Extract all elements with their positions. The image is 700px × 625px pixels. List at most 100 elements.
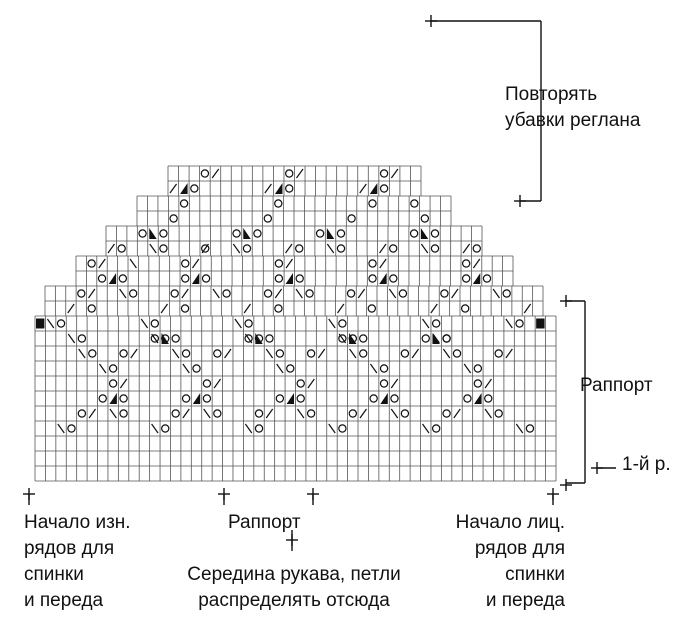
- k2tog-symbol: [67, 303, 75, 314]
- k2tog-symbol: [451, 288, 459, 299]
- yarn-over-symbol: [442, 334, 451, 343]
- ssk-symbol: [388, 288, 397, 299]
- ssk-symbol: [349, 348, 357, 359]
- first-row-label: 1-й р.: [622, 454, 671, 475]
- yarn-over-symbol: [202, 379, 212, 388]
- ssk-symbol: [182, 363, 190, 374]
- yarn-over-symbol: [108, 364, 118, 373]
- ssk-symbol: [203, 408, 211, 419]
- yarn-over-symbol: [97, 274, 107, 283]
- yarn-over-symbol: [431, 319, 441, 328]
- double-decrease-symbol: [243, 228, 251, 239]
- yarn-over-symbol: [87, 259, 96, 268]
- yarn-over-symbol: [442, 409, 451, 418]
- ssk-symbol: [390, 408, 399, 419]
- double-decrease-symbol: [420, 228, 429, 239]
- yarn-over-symbol: [430, 244, 440, 253]
- k2tog-symbol: [523, 303, 532, 314]
- yarn-over-symbol: [484, 394, 493, 403]
- right-side-start-label: Начало лиц. рядов для спинки и переда: [400, 510, 565, 614]
- k2tog-symbol: [296, 168, 304, 179]
- yarn-over-symbol: [190, 184, 199, 193]
- yarn-over-symbol: [338, 319, 347, 328]
- yarn-over-symbol: [359, 334, 368, 343]
- ssk-symbol: [420, 243, 429, 254]
- yarn-over-symbol: [171, 334, 180, 343]
- yarn-over-symbol: [305, 289, 314, 298]
- double-decrease-symbol: [109, 393, 117, 404]
- yarn-over-symbol: [461, 274, 471, 283]
- yarn-over-symbol: [347, 214, 356, 223]
- double-decrease-symbol: [379, 273, 387, 284]
- yarn-over-symbol: [389, 274, 398, 283]
- yarn-over-symbol: [369, 394, 378, 403]
- yarn-over-symbol: [87, 304, 96, 313]
- wrong-side-line-3: спинки: [24, 564, 84, 585]
- right-side-line-3: спинки: [505, 564, 565, 585]
- yarn-over-symbol: [222, 289, 231, 298]
- yarn-over-symbol: [286, 364, 295, 373]
- yarn-over-symbol: [410, 199, 419, 208]
- k2tog-symbol: [169, 183, 178, 194]
- ssk-symbol: [212, 288, 220, 299]
- ssk-symbol: [171, 348, 180, 359]
- yarn-over-symbol: [379, 169, 389, 178]
- yarn-over-symbol: [461, 259, 471, 268]
- yarn-over-symbol: [202, 394, 212, 403]
- yarn-over-symbol: [274, 199, 283, 208]
- k2tog-symbol: [337, 303, 345, 314]
- yarn-over-symbol: [295, 244, 304, 253]
- k2tog-symbol: [390, 378, 399, 389]
- yarn-over-symbol: [430, 229, 440, 238]
- ssk-symbol: [463, 363, 472, 374]
- ssk-symbol: [149, 243, 157, 254]
- k2tog-symbol: [160, 303, 168, 314]
- k2tog-symbol: [307, 378, 315, 389]
- k2tog-symbol: [379, 243, 387, 254]
- yarn-over-symbol: [244, 319, 253, 328]
- ssk-symbol: [244, 423, 253, 434]
- k2tog-symbol: [213, 378, 222, 389]
- yarn-over-symbol: [67, 424, 76, 433]
- yarn-over-symbol: [379, 379, 389, 388]
- yarn-over-symbol: [232, 229, 241, 238]
- yarn-over-symbol: [431, 424, 441, 433]
- raglan-repeat-line-2: убавки реглана: [505, 110, 641, 131]
- yarn-over-symbol: [117, 244, 126, 253]
- yarn-over-symbol: [275, 394, 285, 403]
- yarn-over-symbol: [368, 199, 377, 208]
- yarn-over-symbol: [108, 379, 118, 388]
- k2tog-symbol: [472, 258, 481, 269]
- yarn-over-symbol: [201, 244, 210, 253]
- yarn-over-symbol: [119, 409, 128, 418]
- ssk-symbol: [505, 318, 513, 329]
- k2tog-symbol: [243, 303, 251, 314]
- rapport-bottom-label: Раппорт: [228, 512, 301, 533]
- yarn-over-symbol: [179, 199, 189, 208]
- yarn-over-symbol: [56, 319, 66, 328]
- yarn-over-symbol: [315, 229, 325, 238]
- yarn-over-symbol: [338, 424, 347, 433]
- yarn-over-symbol: [379, 364, 389, 373]
- chart-grid: [34, 165, 557, 482]
- k2tog-symbol: [462, 243, 471, 254]
- k2tog-symbol: [224, 348, 232, 359]
- double-decrease-symbol: [108, 273, 117, 284]
- right-side-line-4: и переда: [485, 590, 565, 611]
- yarn-over-symbol: [181, 349, 191, 358]
- yarn-over-symbol: [159, 229, 168, 238]
- yarn-over-symbol: [275, 349, 285, 358]
- yarn-over-symbol: [452, 349, 462, 358]
- right-side-line-2: рядов для: [474, 538, 565, 559]
- k2tog-symbol: [390, 168, 399, 179]
- yarn-over-symbol: [482, 274, 492, 283]
- ssk-symbol: [328, 423, 336, 434]
- double-decrease-symbol: [326, 228, 335, 239]
- yarn-over-symbol: [119, 394, 128, 403]
- k2tog-symbol: [274, 288, 283, 299]
- yarn-over-symbol: [263, 214, 273, 223]
- yarn-over-symbol: [494, 349, 503, 358]
- ssk-symbol: [234, 318, 242, 329]
- yarn-over-symbol: [359, 349, 368, 358]
